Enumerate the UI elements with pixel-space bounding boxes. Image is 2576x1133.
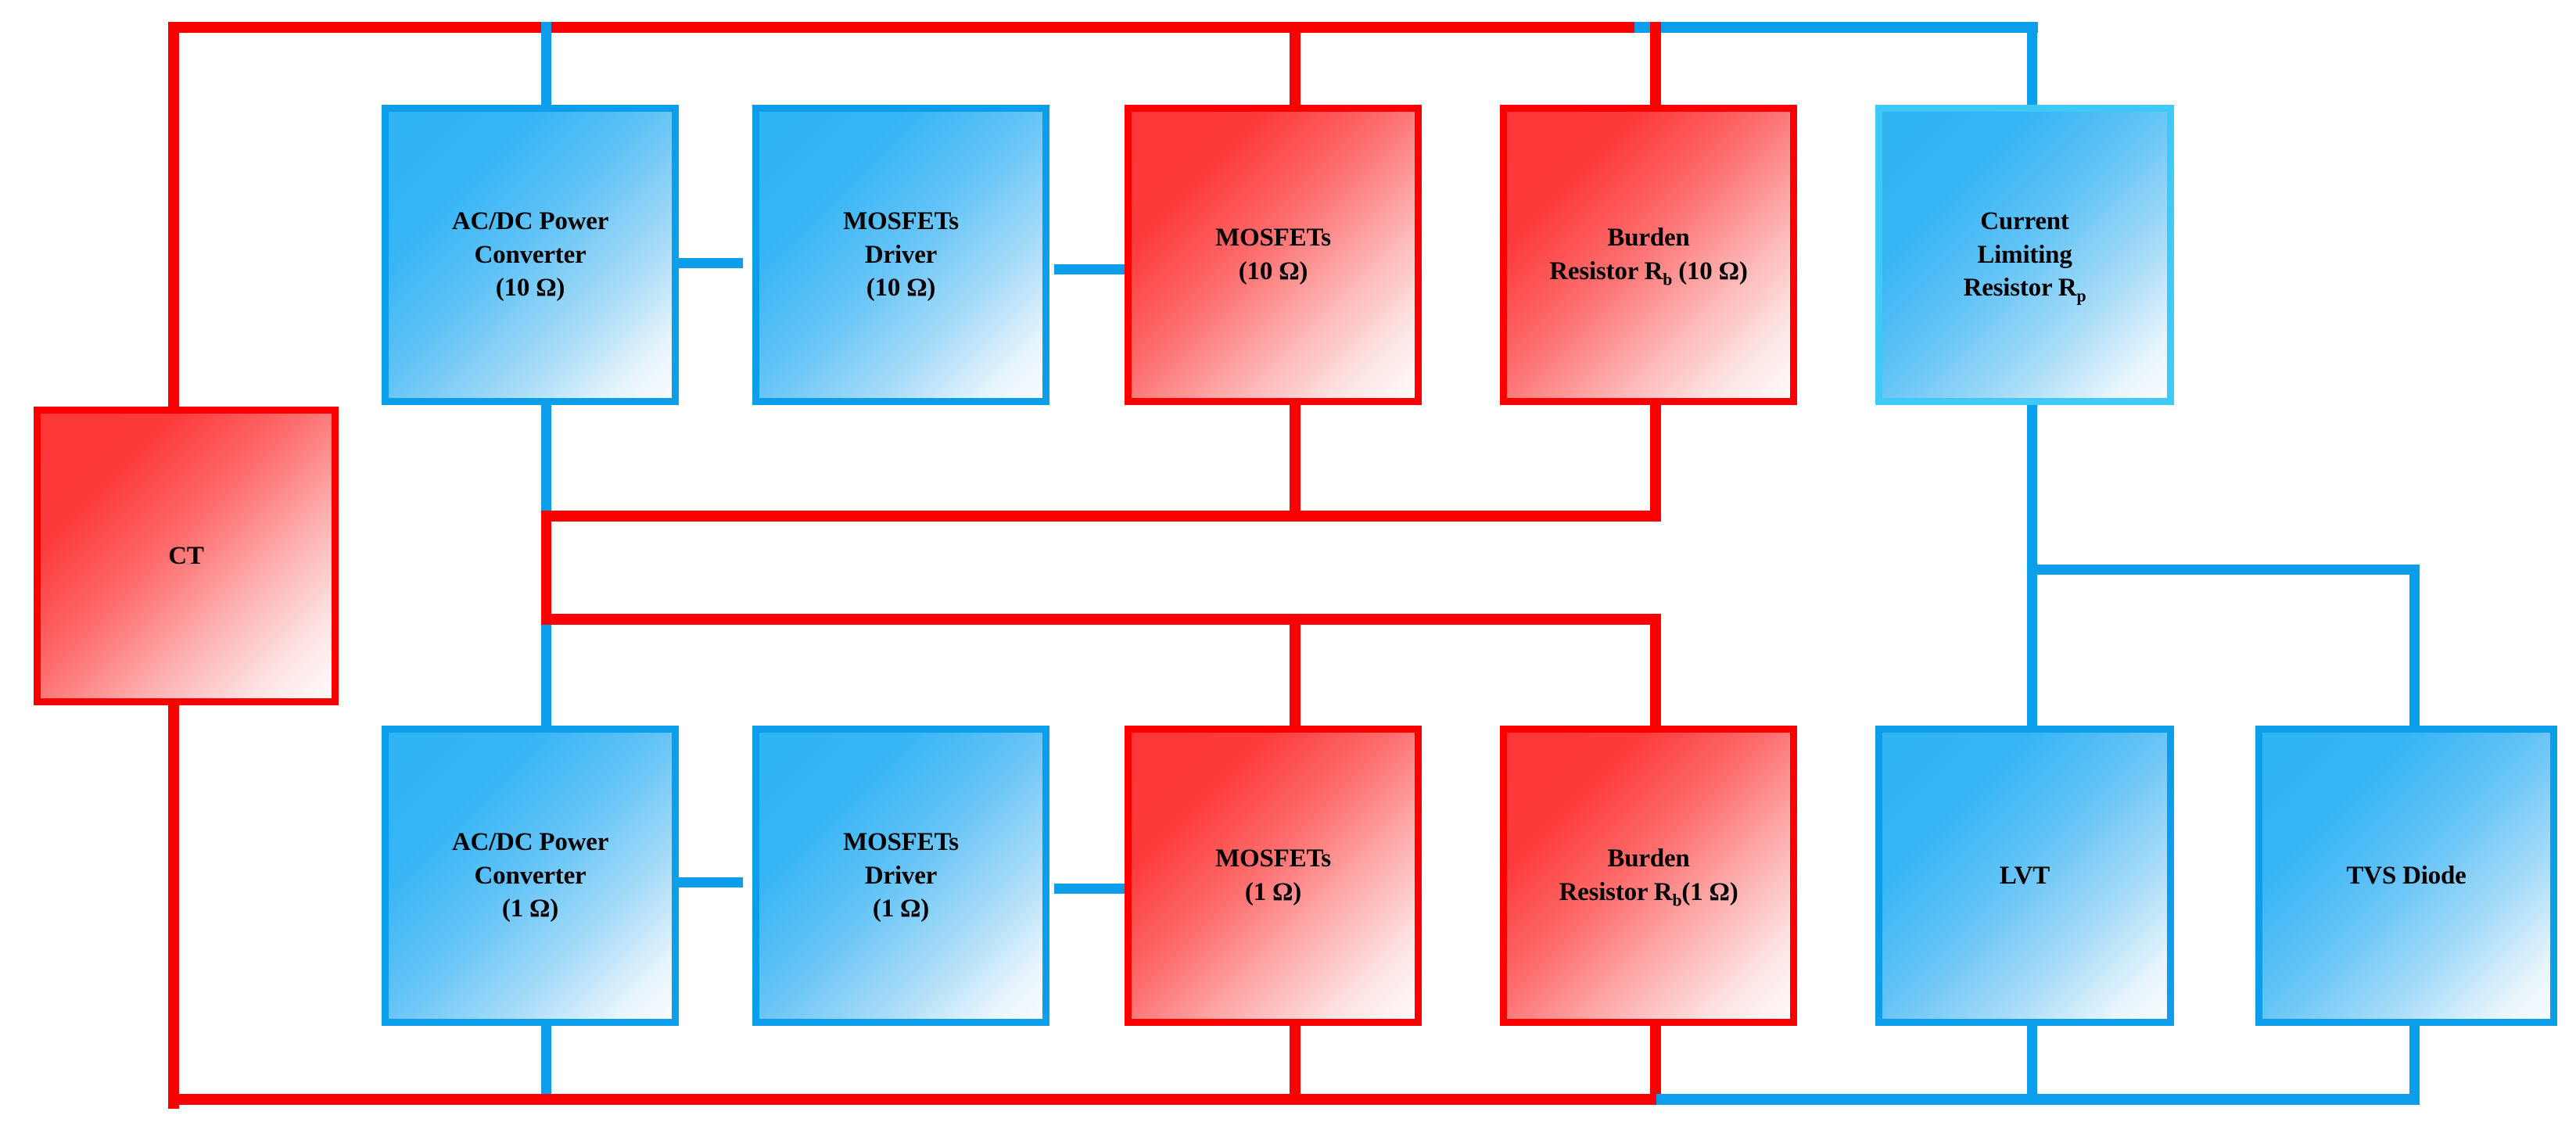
node-tvs-diode-label: TVS Diode	[2346, 861, 2467, 890]
wire-branch-to-tvs	[2409, 565, 2420, 730]
node-burden-resistor-10ohm-label: Burden Resistor Rb (10 Ω)	[1549, 224, 1748, 289]
wire-topbus-to-rp	[2027, 22, 2037, 111]
wire-burden1-to-bottombus	[1650, 1019, 1661, 1105]
wire-mid-upper-bus	[541, 511, 1661, 522]
wire-topbus-to-acdc10	[541, 22, 551, 111]
node-current-limiting-resistor[interactable]: Current Limiting Resistor Rp	[1875, 105, 2174, 405]
wire-tvs-to-bottombus	[2409, 1019, 2420, 1105]
node-current-limiting-resistor-label: Current Limiting Resistor Rp	[1963, 206, 2086, 307]
wire-acdc10-to-driver10	[673, 258, 743, 268]
node-mosfets-10ohm-label: MOSFETs (10 Ω)	[1215, 224, 1331, 285]
wire-mid-vertical-red	[541, 511, 551, 625]
wire-mosfets10-to-midbus	[1290, 400, 1301, 518]
rb-subscript: b	[1672, 891, 1682, 910]
wire-mosfets1-to-bottombus	[1290, 1019, 1301, 1105]
wire-acdc1-down-to-bottombus	[541, 1019, 551, 1105]
node-mosfets-1ohm[interactable]: MOSFETs (1 Ω)	[1125, 726, 1422, 1026]
node-mosfets-driver-1ohm[interactable]: MOSFETs Driver (1 Ω)	[752, 726, 1049, 1026]
node-ct[interactable]: CT	[34, 407, 339, 705]
wire-acdc10-down-to-mid	[541, 400, 551, 515]
rb-subscript: b	[1663, 270, 1673, 289]
wire-left-red-to-ct	[168, 22, 179, 413]
wire-midbus-to-mosfets1	[1290, 614, 1301, 730]
node-lvt-label: LVT	[1999, 861, 2050, 890]
wire-left-red-ct-to-bottom	[168, 696, 179, 1109]
wire-midbus-to-burden1	[1650, 614, 1661, 730]
wire-burden10-to-midbus	[1650, 400, 1661, 518]
node-lvt[interactable]: LVT	[1875, 726, 2174, 1026]
wire-top-bus-blue	[1634, 22, 2038, 33]
node-acdc-converter-1ohm[interactable]: AC/DC Power Converter (1 Ω)	[382, 726, 679, 1026]
wire-lvt-to-bottombus	[2027, 1019, 2037, 1105]
wire-acdc1-to-driver1	[673, 877, 743, 887]
node-ct-label: CT	[168, 541, 204, 570]
node-acdc-converter-10ohm[interactable]: AC/DC Power Converter (10 Ω)	[382, 105, 679, 405]
node-mosfets-1ohm-label: MOSFETs (1 Ω)	[1215, 844, 1331, 906]
wire-branch-to-lvt	[2027, 565, 2037, 730]
node-burden-resistor-1ohm-label: Burden Resistor Rb(1 Ω)	[1559, 844, 1738, 910]
node-mosfets-10ohm[interactable]: MOSFETs (10 Ω)	[1125, 105, 1422, 405]
wire-topbus-to-mosfets10	[1290, 22, 1301, 111]
wire-top-bus-red	[168, 22, 1638, 33]
wire-rp-down-to-branch	[2027, 400, 2037, 571]
wire-mid-lower-bus	[541, 614, 1661, 625]
rp-subscript: p	[2076, 287, 2086, 307]
wire-bottom-bus-blue	[1656, 1094, 2420, 1105]
wire-driver10-to-mosfets10	[1054, 264, 1136, 274]
node-mosfets-driver-1ohm-label: MOSFETs Driver (1 Ω)	[843, 827, 959, 923]
wire-mid-to-acdc1	[541, 620, 551, 730]
node-acdc-converter-1ohm-label: AC/DC Power Converter (1 Ω)	[451, 827, 609, 923]
node-burden-resistor-10ohm[interactable]: Burden Resistor Rb (10 Ω)	[1500, 105, 1797, 405]
node-mosfets-driver-10ohm-label: MOSFETs Driver (10 Ω)	[843, 206, 959, 303]
node-burden-resistor-1ohm[interactable]: Burden Resistor Rb(1 Ω)	[1500, 726, 1797, 1026]
wire-topbus-to-burden10	[1650, 22, 1661, 111]
wire-driver1-to-mosfets1	[1054, 884, 1136, 894]
wire-bottom-bus-red	[168, 1094, 1661, 1105]
node-mosfets-driver-10ohm[interactable]: MOSFETs Driver (10 Ω)	[752, 105, 1049, 405]
node-tvs-diode[interactable]: TVS Diode	[2255, 726, 2557, 1026]
wire-rp-branch-horizontal	[2027, 565, 2420, 575]
node-acdc-converter-10ohm-label: AC/DC Power Converter (10 Ω)	[451, 206, 609, 303]
